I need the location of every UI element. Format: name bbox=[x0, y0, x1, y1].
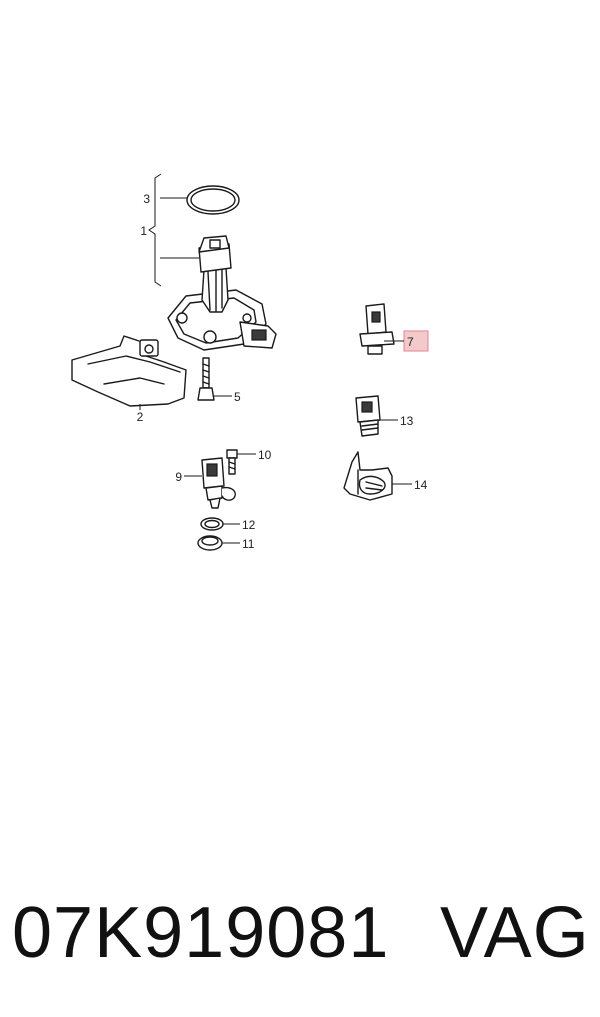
part-number-caption: 07K919081 bbox=[12, 893, 390, 973]
part-1-oil-level-sensor bbox=[167, 235, 277, 351]
callout-9: 9 bbox=[175, 470, 182, 484]
part-9-temperature-sensor bbox=[201, 457, 236, 509]
part-13-sensor bbox=[355, 395, 381, 437]
callout-2: 2 bbox=[137, 410, 144, 424]
callout-7: 7 bbox=[407, 335, 414, 349]
part-14-bracket bbox=[343, 451, 393, 501]
callout-3: 3 bbox=[143, 192, 150, 206]
callout-12: 12 bbox=[242, 518, 256, 532]
callout-11: 11 bbox=[242, 537, 255, 551]
part-3-o-ring bbox=[186, 185, 240, 215]
callout-5: 5 bbox=[234, 390, 241, 404]
part-10-screw bbox=[226, 449, 238, 475]
group-bracket bbox=[148, 173, 162, 287]
part-11-o-ring bbox=[197, 535, 223, 551]
callout-10: 10 bbox=[258, 448, 272, 462]
part-12-seal-ring bbox=[200, 517, 224, 531]
callout-1: 1 bbox=[140, 224, 147, 238]
part-2-shield-plate bbox=[71, 335, 187, 407]
callout-14: 14 bbox=[414, 478, 428, 492]
callout-13: 13 bbox=[400, 414, 414, 428]
part-7-oil-pressure-switch bbox=[359, 303, 395, 355]
brand-caption: VAG bbox=[440, 893, 590, 973]
part-5-bolt bbox=[197, 357, 215, 401]
